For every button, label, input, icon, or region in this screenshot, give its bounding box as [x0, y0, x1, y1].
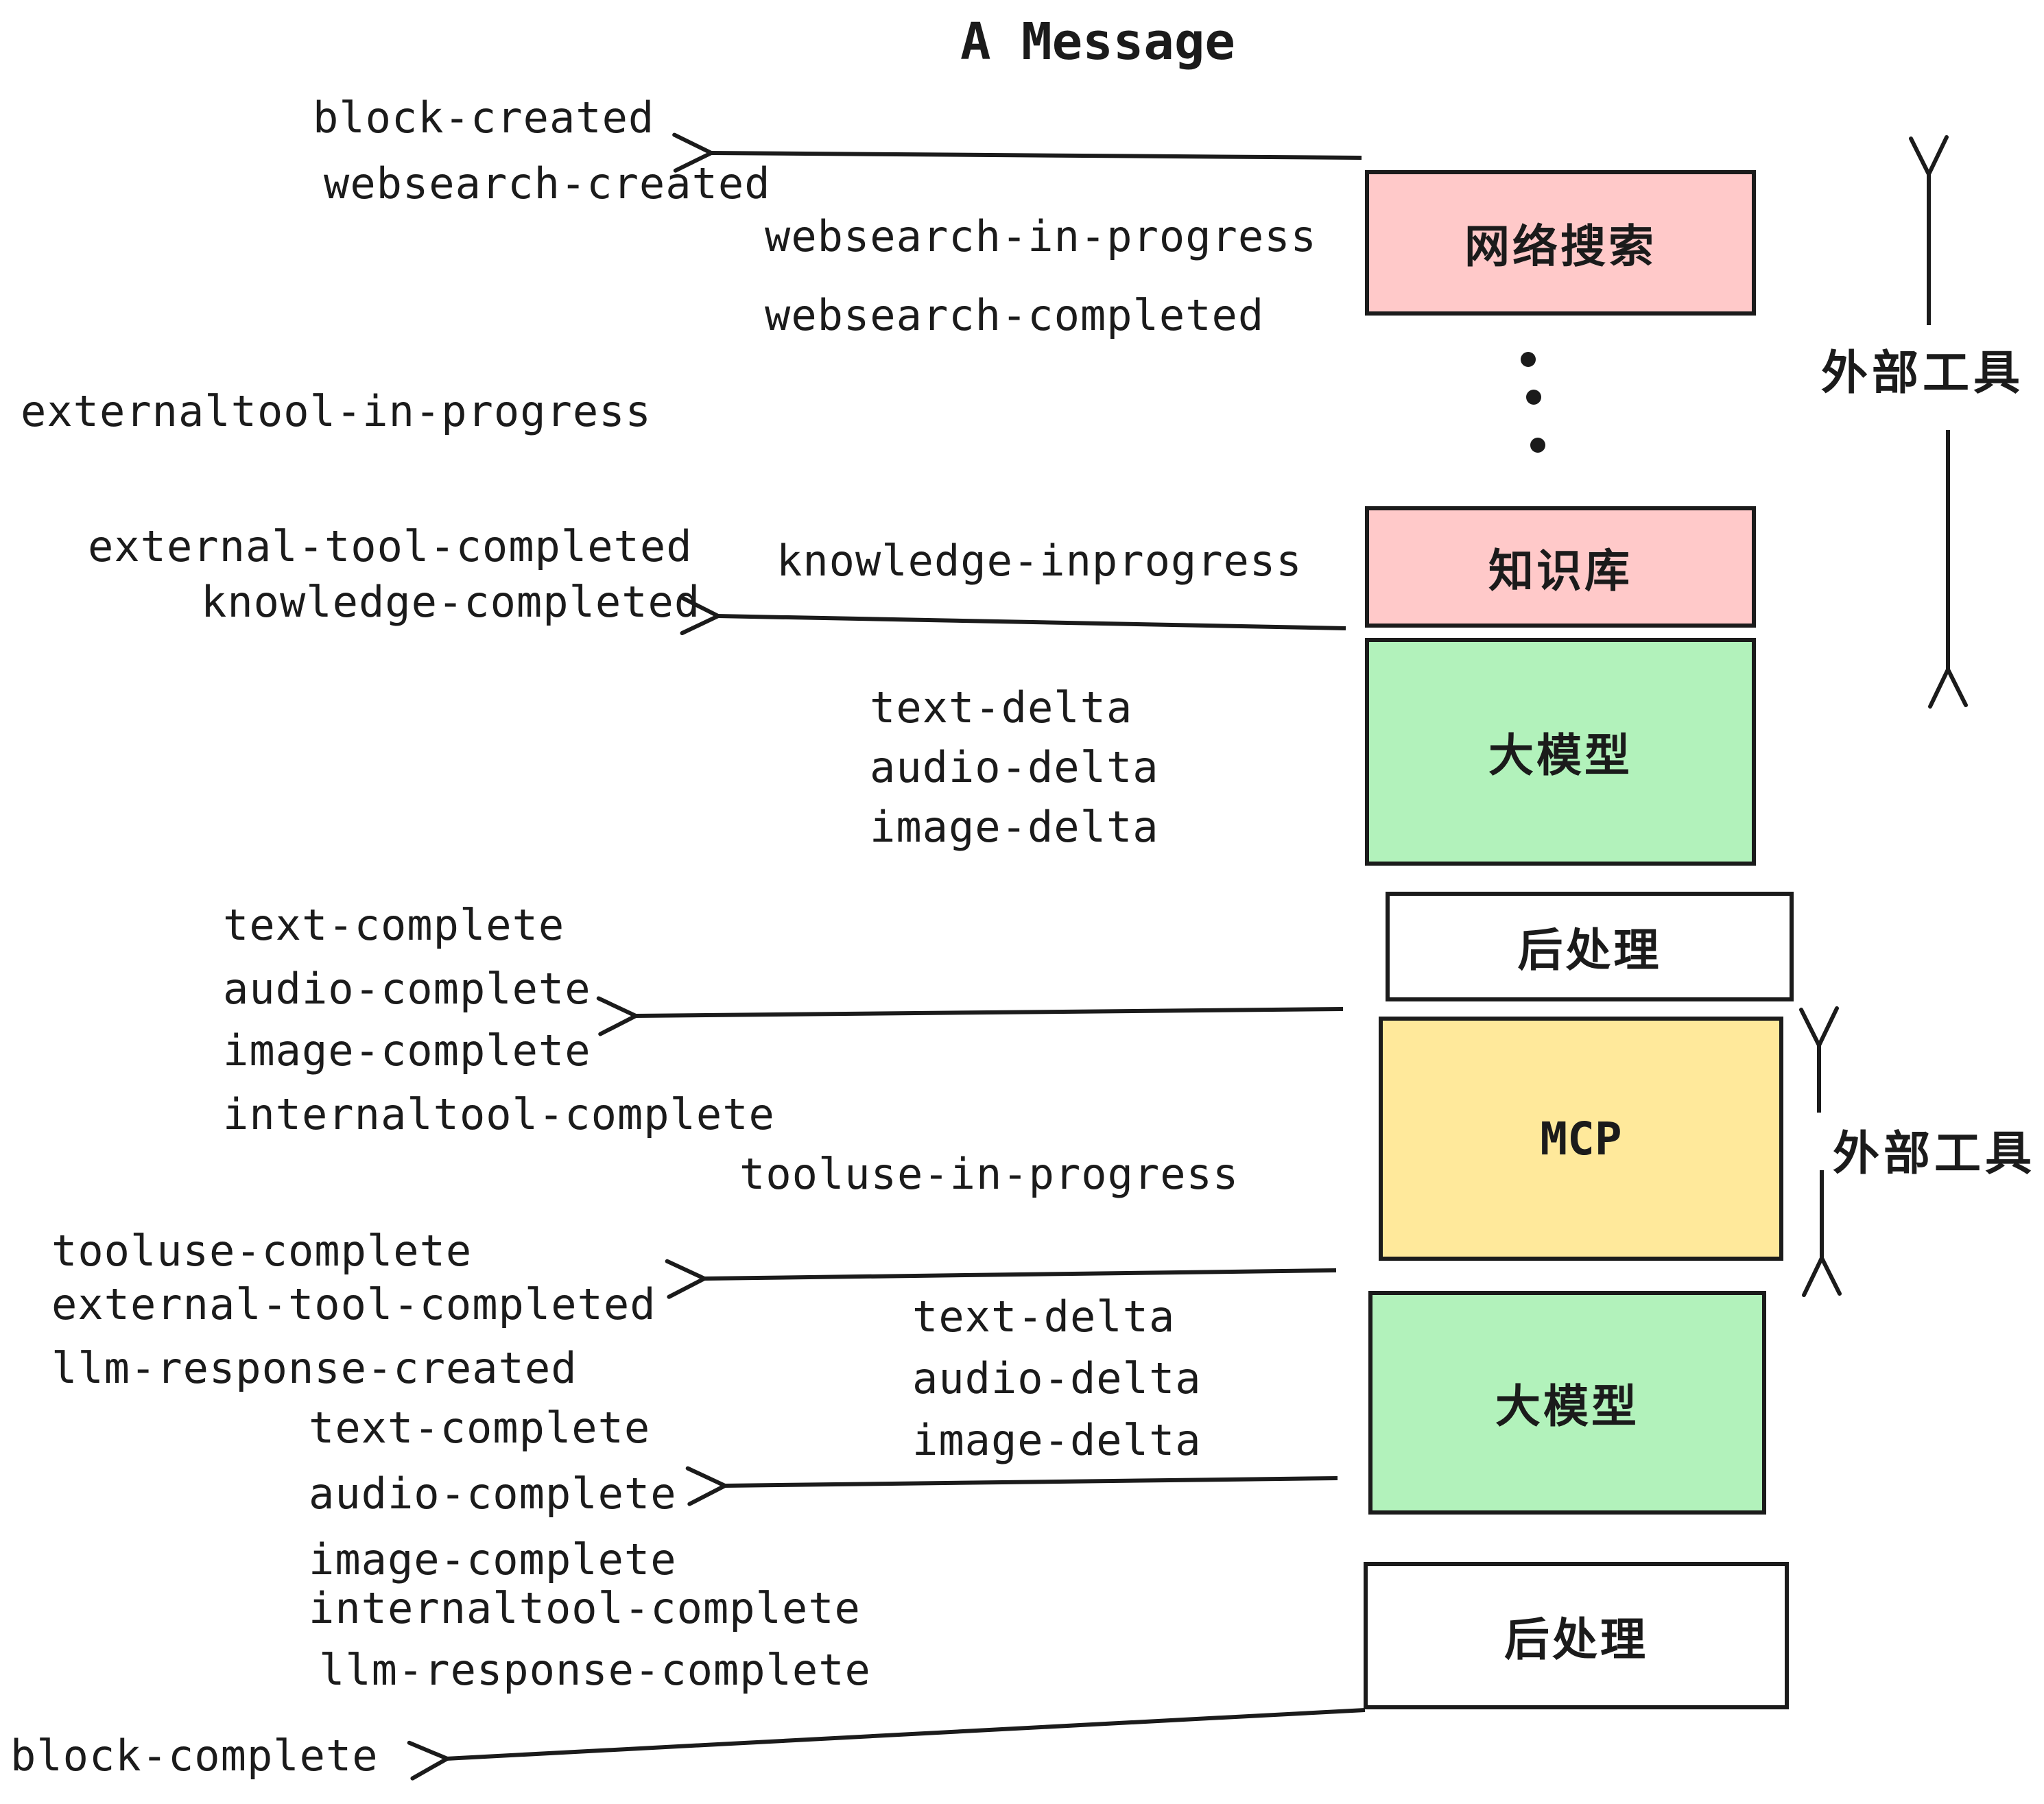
event-audio-delta: audio-delta	[870, 742, 1159, 792]
event-websearch-created: websearch-created	[324, 158, 771, 209]
box-post-process-1: 后处理	[1386, 892, 1794, 1001]
event-tooluse-complete: tooluse-complete	[51, 1226, 473, 1276]
box-post-process-1-label: 后处理	[1517, 924, 1662, 977]
event-text-delta: text-delta	[870, 683, 1133, 733]
arrow-mcp-to-tooluse-complete	[703, 1270, 1337, 1279]
event-audio-delta-2: audio-delta	[912, 1353, 1202, 1403]
event-internaltool-complete: internaltool-complete	[223, 1089, 775, 1139]
box-llm-2: 大模型	[1368, 1291, 1766, 1515]
box-mcp: MCP	[1379, 1017, 1783, 1261]
box-web-search: 网络搜索	[1365, 170, 1756, 316]
event-knowledge-completed: knowledge-completed	[201, 577, 701, 627]
ellipsis-dots	[1521, 352, 1545, 453]
box-llm-1-label: 大模型	[1488, 729, 1632, 782]
arrow-postprocess-to-complete	[634, 1009, 1344, 1016]
event-internaltool-complete-2: internaltool-complete	[309, 1583, 861, 1633]
event-llm-response-complete: llm-response-complete	[319, 1645, 871, 1695]
event-audio-complete: audio-complete	[223, 964, 591, 1014]
box-web-search-label: 网络搜索	[1464, 220, 1656, 273]
event-knowledge-inprogress: knowledge-inprogress	[776, 536, 1303, 586]
event-audio-complete-2: audio-complete	[309, 1469, 677, 1519]
box-llm-1: 大模型	[1365, 638, 1756, 866]
event-image-delta: image-delta	[870, 802, 1159, 852]
event-llm-response-created: llm-response-created	[51, 1343, 578, 1393]
event-external-tool-completed-2: external-tool-completed	[51, 1279, 656, 1329]
external-tools-label-1: 外部工具	[1821, 346, 2025, 401]
event-block-created: block-created	[313, 93, 655, 143]
arrow-llm2-to-complete	[724, 1478, 1338, 1486]
box-mcp-label: MCP	[1540, 1112, 1622, 1165]
external-tools-label-2: 外部工具	[1833, 1127, 2036, 1181]
event-text-delta-2: text-delta	[912, 1292, 1176, 1342]
event-tooluse-in-progress: tooluse-in-progress	[739, 1149, 1239, 1199]
box-post-process-2-label: 后处理	[1504, 1613, 1648, 1666]
event-text-complete-2: text-complete	[309, 1403, 651, 1453]
arrow-postprocess2-to-block-complete	[446, 1708, 1366, 1759]
event-external-tool-completed: external-tool-completed	[88, 521, 693, 571]
box-post-process-2: 后处理	[1364, 1562, 1789, 1709]
event-text-complete: text-complete	[223, 900, 565, 950]
diagram-title: A Message	[960, 12, 1235, 71]
box-llm-2-label: 大模型	[1495, 1380, 1639, 1433]
box-knowledge-base: 知识库	[1365, 506, 1756, 628]
event-block-complete: block-complete	[10, 1731, 379, 1781]
event-image-complete: image-complete	[223, 1025, 591, 1076]
event-websearch-completed: websearch-completed	[765, 290, 1265, 340]
box-knowledge-base-label: 知识库	[1488, 544, 1632, 597]
event-externaltool-in-progress: externaltool-in-progress	[21, 386, 652, 436]
event-websearch-in-progress: websearch-in-progress	[765, 211, 1317, 261]
event-image-complete-2: image-complete	[309, 1534, 677, 1585]
arrow-websearch-to-created	[710, 153, 1362, 158]
event-image-delta-2: image-delta	[912, 1415, 1202, 1465]
arrow-knowledge-to-completed	[717, 616, 1346, 628]
